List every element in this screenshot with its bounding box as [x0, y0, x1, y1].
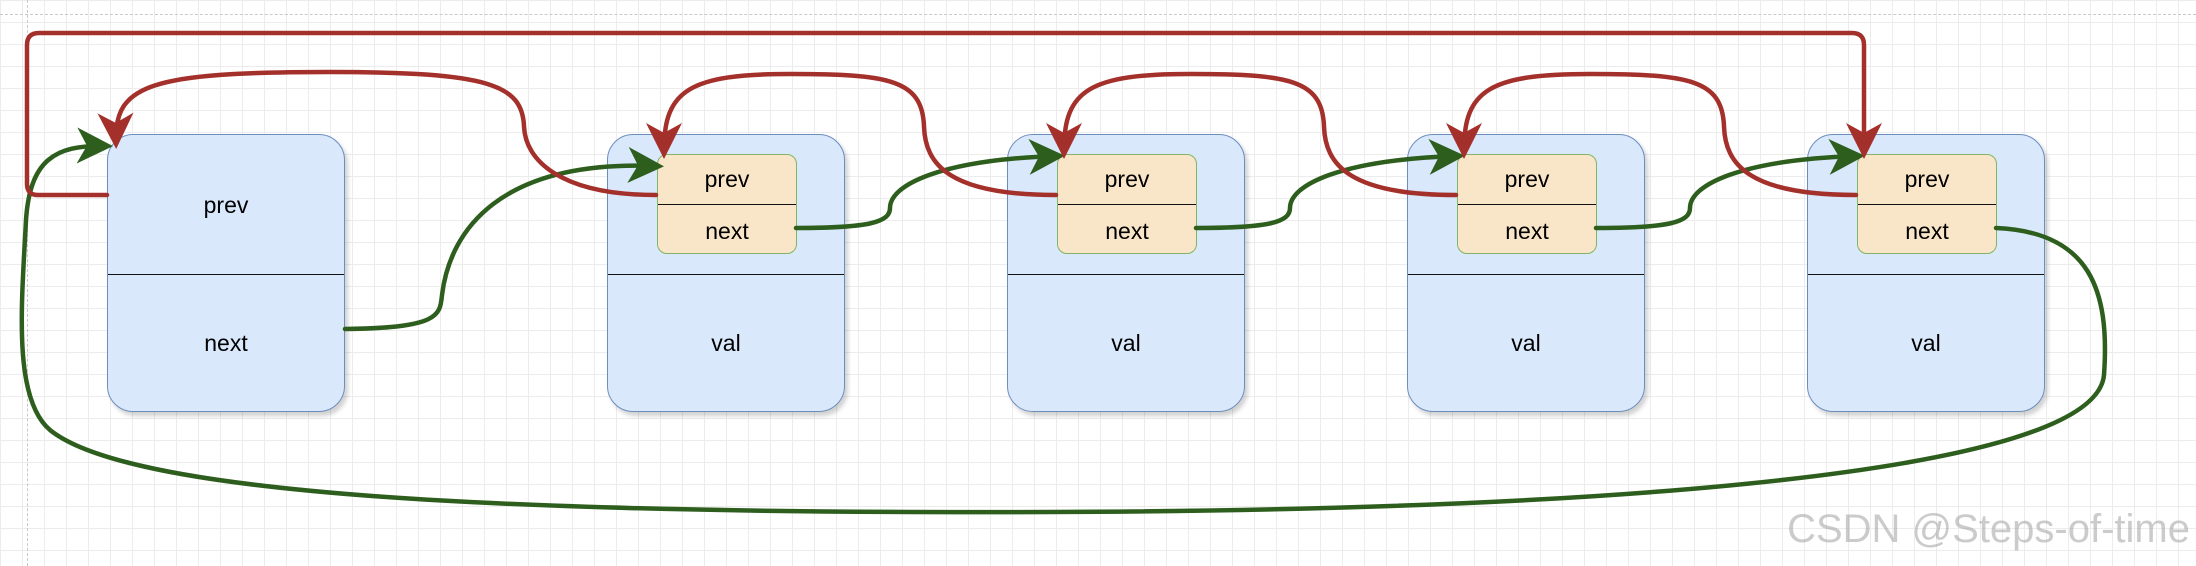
- head-node[interactable]: prev next: [107, 134, 345, 412]
- next-label: next: [1505, 218, 1549, 244]
- node-divider: [1408, 274, 1644, 275]
- val-label: val: [1111, 330, 1141, 356]
- data-node-4[interactable]: prev next val: [1807, 134, 2045, 412]
- prev-label: prev: [704, 166, 750, 192]
- node-divider: [608, 274, 844, 275]
- head-prev-label: prev: [203, 192, 249, 218]
- head-divider: [108, 274, 344, 275]
- field-divider: [658, 204, 796, 205]
- field-divider: [1858, 204, 1996, 205]
- prev-label: prev: [1904, 166, 1950, 192]
- prev-label: prev: [1104, 166, 1150, 192]
- val-label: val: [711, 330, 741, 356]
- head-next-label: next: [204, 330, 248, 356]
- link-fields[interactable]: prev next: [1057, 154, 1197, 254]
- next-label: next: [705, 218, 749, 244]
- guide-line-vertical: [27, 0, 28, 566]
- node-divider: [1008, 274, 1244, 275]
- watermark: CSDN @Steps-of-time: [1787, 507, 2190, 551]
- prev-label: prev: [1504, 166, 1550, 192]
- data-node-2[interactable]: prev next val: [1007, 134, 1245, 412]
- val-label: val: [1911, 330, 1941, 356]
- guide-line-horizontal: [0, 14, 2196, 15]
- next-label: next: [1905, 218, 1949, 244]
- link-fields[interactable]: prev next: [1857, 154, 1997, 254]
- field-divider: [1458, 204, 1596, 205]
- next-label: next: [1105, 218, 1149, 244]
- data-node-1[interactable]: prev next val: [607, 134, 845, 412]
- link-fields[interactable]: prev next: [657, 154, 797, 254]
- field-divider: [1058, 204, 1196, 205]
- val-label: val: [1511, 330, 1541, 356]
- node-divider: [1808, 274, 2044, 275]
- data-node-3[interactable]: prev next val: [1407, 134, 1645, 412]
- link-fields[interactable]: prev next: [1457, 154, 1597, 254]
